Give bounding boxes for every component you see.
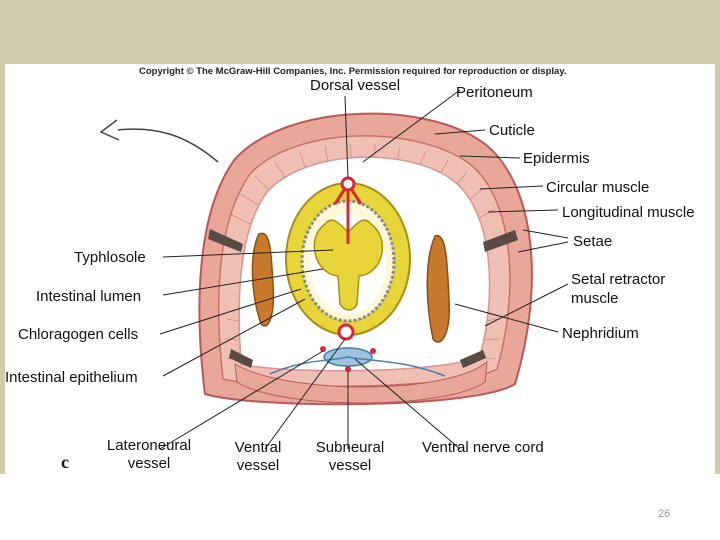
slide-footer-band: [0, 474, 720, 540]
arrow-head: [99, 119, 120, 141]
label-setal-retractor-line2: muscle: [571, 290, 619, 307]
page-number: 26: [658, 508, 671, 520]
lateroneural-vessel-left-shape: [320, 346, 326, 352]
label-setae: Setae: [573, 233, 613, 250]
label-intestinal-lumen: Intestinal lumen: [36, 288, 142, 305]
label-dorsal-vessel: Dorsal vessel: [310, 77, 401, 94]
label-epidermis: Epidermis: [523, 150, 590, 167]
setae-direction-arrow: [116, 128, 219, 163]
label-ventral-vessel-line1: Ventral: [234, 439, 282, 456]
ventral-vessel-shape: [337, 323, 355, 341]
nephridium-right: [426, 235, 450, 343]
ventral-branches: [269, 356, 446, 377]
seta-lower-right: [460, 350, 486, 368]
label-circular-muscle: Circular muscle: [546, 179, 650, 196]
subneural-vessel-shape: [345, 366, 351, 372]
label-typhlosole: Typhlosole: [74, 249, 146, 266]
copyright-notice: Copyright © The McGraw-Hill Companies, I…: [139, 66, 567, 77]
seta-upper-right: [483, 230, 518, 252]
ventral-body-wall: [234, 360, 488, 404]
label-longitudinal-muscle: Longitudinal muscle: [562, 204, 695, 221]
label-nephridium: Nephridium: [562, 325, 639, 342]
label-ventral-nerve-cord: Ventral nerve cord: [422, 439, 544, 456]
leader-lines: [159, 89, 569, 450]
label-cuticle: Cuticle: [489, 122, 535, 139]
label-subneural-vessel-line1: Subneural: [315, 439, 385, 456]
label-intestinal-epithelium: Intestinal epithelium: [5, 369, 138, 386]
label-lateroneural-vessel-line1: Lateroneural: [106, 437, 192, 454]
label-ventral-vessel-line2: vessel: [236, 457, 280, 474]
label-subneural-vessel-line2: vessel: [328, 457, 372, 474]
cross-section-drawing: [99, 89, 569, 450]
lateroneural-vessel-right-shape: [370, 348, 376, 354]
earthworm-cross-section-figure: Copyright © The McGraw-Hill Companies, I…: [5, 64, 715, 474]
figure-letter: c: [61, 452, 69, 472]
label-chloragogen-cells: Chloragogen cells: [18, 326, 139, 343]
seta-upper-left: [208, 229, 243, 252]
seta-lower-left: [229, 349, 253, 368]
label-setal-retractor-line1: Setal retractor: [571, 271, 666, 288]
dorsal-vessel-lumen: [340, 176, 356, 192]
label-lateroneural-vessel-line2: vessel: [127, 455, 171, 472]
label-peritoneum: Peritoneum: [456, 84, 533, 101]
